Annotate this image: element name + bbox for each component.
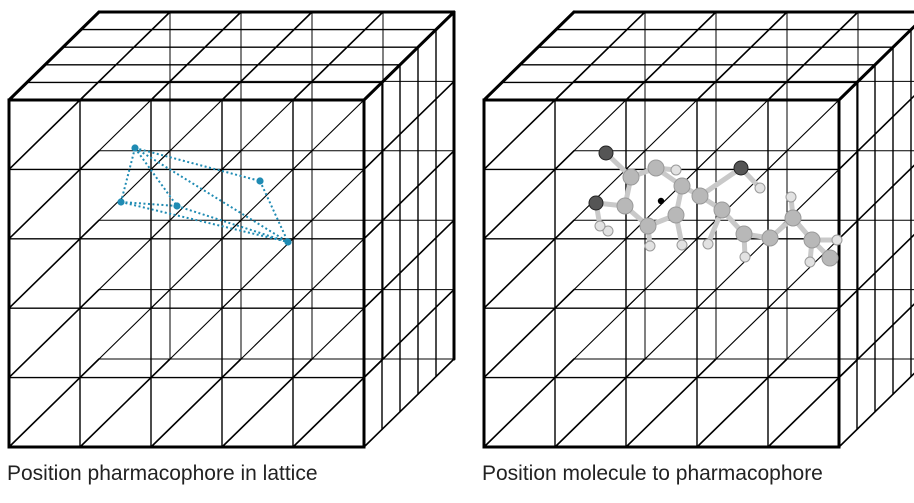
pharmacophore-edge bbox=[259, 180, 289, 243]
lattice-line bbox=[363, 288, 455, 379]
molecule-hetero-atom bbox=[598, 145, 614, 161]
lattice-line bbox=[838, 233, 914, 310]
molecule-hetero-atom bbox=[588, 195, 604, 211]
molecule-hydrogen bbox=[785, 191, 797, 203]
molecule-atom bbox=[735, 225, 753, 243]
molecule-atom bbox=[803, 231, 821, 249]
molecule-hydrogen bbox=[739, 251, 751, 263]
lattice-line bbox=[292, 11, 384, 101]
pharmacophore-edge bbox=[134, 147, 261, 182]
pharmacophore-edge bbox=[120, 201, 178, 207]
lattice-line bbox=[363, 358, 455, 448]
lattice-line bbox=[838, 303, 914, 379]
molecule-hydrogen bbox=[644, 240, 656, 252]
lattice-line bbox=[837, 24, 914, 102]
lattice-line bbox=[363, 80, 455, 171]
molecule-hetero-atom bbox=[733, 160, 749, 176]
pharmacophore-edge bbox=[176, 205, 289, 243]
pharmacophore-point bbox=[284, 238, 292, 246]
lattice-cube-left bbox=[7, 10, 456, 449]
molecule-atom bbox=[673, 177, 691, 195]
lattice-line bbox=[625, 11, 717, 101]
molecule-hydrogen bbox=[702, 238, 714, 250]
molecule-hydrogen bbox=[831, 234, 843, 246]
lattice-front-outline bbox=[7, 98, 366, 449]
molecule-hydrogen bbox=[602, 225, 614, 237]
lattice-front-outline bbox=[482, 98, 841, 449]
molecule-center-point bbox=[657, 197, 665, 205]
molecule-atom bbox=[639, 217, 657, 235]
pharmacophore-points bbox=[117, 144, 292, 246]
pharmacophore-edge bbox=[134, 147, 289, 243]
molecule-atom bbox=[821, 249, 839, 267]
caption-left: Position pharmacophore in lattice bbox=[7, 462, 318, 485]
pharmacophore-point bbox=[117, 198, 125, 206]
molecule-hydrogen bbox=[804, 256, 816, 268]
molecule-hydrogen bbox=[670, 164, 682, 176]
molecule-atom bbox=[784, 209, 802, 227]
pharmacophore-edge bbox=[120, 147, 136, 203]
lattice-line bbox=[150, 11, 242, 101]
pharmacophore-edge bbox=[120, 201, 289, 243]
lattice-line bbox=[363, 150, 455, 240]
lattice-line bbox=[696, 11, 788, 101]
molecule-atom bbox=[647, 159, 665, 177]
molecule-atom bbox=[616, 197, 634, 215]
molecule-atom bbox=[622, 168, 640, 186]
molecule-atom bbox=[667, 206, 685, 224]
lattice-line bbox=[838, 372, 914, 448]
molecule-hydrogen bbox=[594, 220, 606, 232]
lattice-line bbox=[221, 11, 313, 101]
molecule-model bbox=[588, 145, 843, 268]
lattice-line bbox=[838, 94, 914, 171]
molecule-atom bbox=[691, 187, 709, 205]
molecule-hydrogen bbox=[754, 182, 766, 194]
pharmacophore-edge bbox=[134, 147, 178, 207]
lattice-line bbox=[79, 11, 171, 101]
lattice-line bbox=[767, 11, 859, 101]
lattice-line bbox=[838, 164, 914, 240]
pharmacophore-point bbox=[256, 177, 264, 185]
lattice-line bbox=[7, 10, 101, 102]
caption-right: Position molecule to pharmacophore bbox=[482, 462, 823, 485]
pharmacophore-point bbox=[131, 144, 139, 152]
lattice-line bbox=[363, 219, 455, 310]
molecule-atom bbox=[761, 229, 779, 247]
lattice-line bbox=[554, 11, 646, 101]
pharmacophore-point bbox=[173, 202, 181, 210]
lattice-cube-right bbox=[482, 10, 914, 449]
molecule-hydrogen bbox=[676, 239, 688, 251]
lattice-line bbox=[482, 10, 576, 102]
lattice-line bbox=[362, 10, 456, 102]
molecule-atom bbox=[713, 201, 731, 219]
